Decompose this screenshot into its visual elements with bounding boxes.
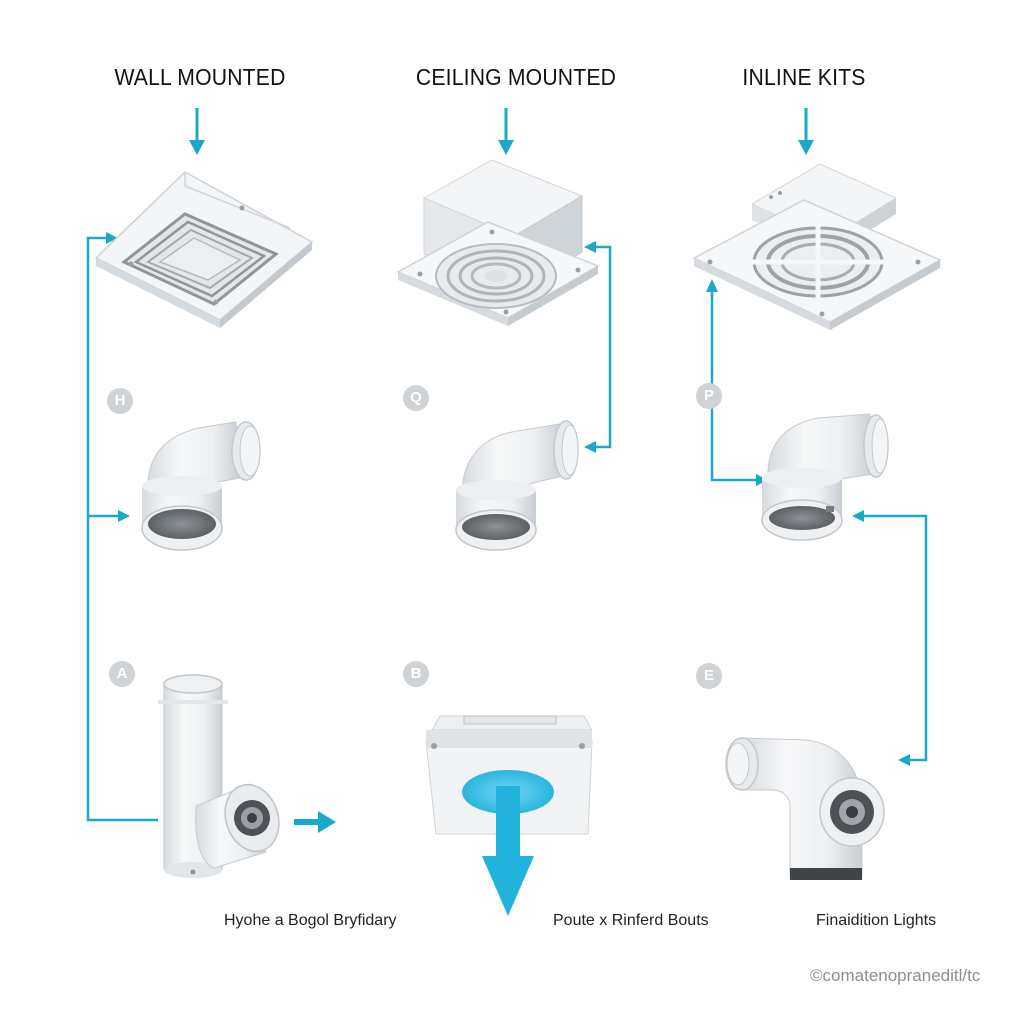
arrow-left-icon: [852, 510, 864, 522]
pipe-tee-with-fan-icon: [158, 674, 280, 878]
header-inline-kits: INLINE KITS: [742, 64, 866, 90]
flat-plate-round-grille-icon: [692, 163, 942, 330]
header-arrows: [189, 108, 814, 155]
badge-h: H: [107, 388, 133, 414]
right-return-line: [862, 514, 928, 762]
caption-right: Finaidition Lights: [816, 912, 937, 929]
watermark: ©comatenopraneditl/tc: [810, 966, 981, 985]
connector-lines: [86, 236, 928, 822]
arrow-left-icon: [898, 754, 910, 766]
arrow-down-icon: [189, 108, 205, 155]
left-flow-line: [86, 236, 158, 822]
header-ceiling-mounted: CEILING MOUNTED: [415, 64, 617, 90]
square-grille-vent-icon: [94, 171, 314, 328]
caption-left: Hyohe a Bogol Bryfidary: [224, 912, 397, 929]
header-wall-mounted: WALL MOUNTED: [114, 64, 286, 90]
badge-q: Q: [403, 385, 429, 411]
badge-e: E: [696, 663, 722, 689]
arrow-down-icon: [798, 108, 814, 155]
arrow-right-icon: [294, 811, 336, 833]
box-fan-round-grille-icon: [396, 159, 600, 326]
badge-b: B: [403, 661, 429, 687]
badge-p: P: [696, 383, 722, 409]
arrow-up-icon: [706, 279, 718, 292]
arrow-right-icon: [118, 510, 130, 522]
arrow-left-icon: [584, 441, 596, 453]
panel-with-airflow-icon: [425, 715, 593, 916]
right-flow-line: [710, 292, 758, 482]
pipe-elbow-icon: [455, 420, 579, 551]
middle-flow-line: [592, 245, 612, 449]
badge-a: A: [109, 661, 135, 687]
caption-middle: Poute x Rinferd Bouts: [553, 912, 709, 929]
pipe-elbow-icon: [141, 421, 261, 551]
arrow-down-icon: [498, 108, 514, 155]
arrow-right-icon: [106, 232, 118, 244]
pipe-elbow-icon: [761, 413, 889, 541]
elbow-with-inline-fan-icon: [725, 737, 885, 880]
arrow-left-icon: [584, 241, 596, 253]
